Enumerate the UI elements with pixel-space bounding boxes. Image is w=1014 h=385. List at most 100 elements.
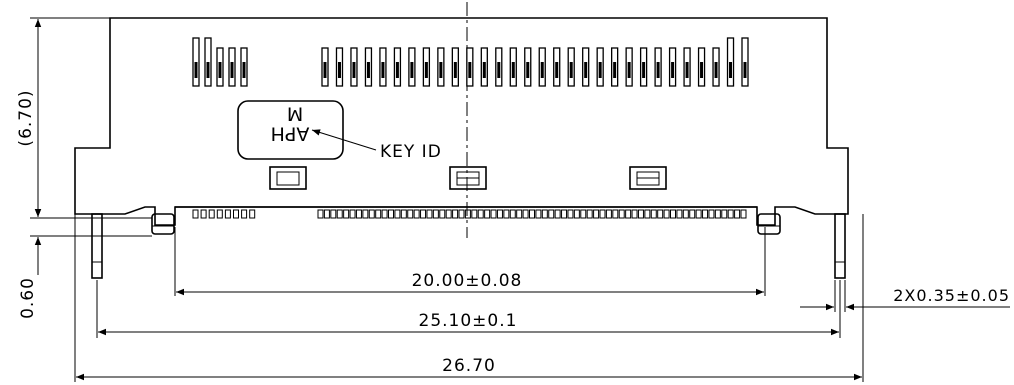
bottom-pad-left-1 (192, 209, 199, 219)
bottom-pad-right-11 (381, 209, 388, 219)
bottom-pad-right-4 (336, 209, 343, 219)
top-contact-left-5 (240, 47, 248, 87)
bottom-pad-left-8 (249, 209, 256, 219)
bottom-pad-right-15 (407, 209, 414, 219)
bottom-pad-right-27 (484, 209, 491, 219)
bottom-pad-right-8 (362, 209, 369, 219)
top-contact-right-23 (639, 47, 648, 87)
top-contact-left-1 (192, 37, 200, 87)
key-marking-m: M (287, 103, 303, 125)
top-contact-right-21 (611, 47, 619, 87)
bottom-pad-right-64 (721, 209, 728, 219)
bottom-pad-right-54 (657, 209, 664, 219)
bottom-pad-left-2 (200, 209, 207, 219)
bottom-pad-right-58 (682, 209, 689, 219)
bottom-pad-right-36 (541, 209, 548, 219)
bottom-pad-right-22 (452, 209, 459, 219)
top-contact-right-19 (582, 47, 590, 87)
right-mounting-pin (834, 213, 846, 279)
top-contact-right-15 (524, 47, 532, 87)
bottom-pad-left-5 (224, 209, 231, 219)
left-mounting-pin (91, 213, 103, 279)
bottom-pad-right-30 (503, 209, 510, 219)
top-contact-right-6 (393, 47, 402, 87)
bottom-pad-right-39 (561, 209, 568, 219)
top-contact-right-26 (683, 47, 691, 87)
top-contact-right-2 (335, 47, 344, 87)
bottom-pad-right-3 (330, 209, 337, 219)
bottom-pad-right-1 (317, 209, 324, 219)
bottom-pad-right-42 (580, 209, 587, 219)
key-marking-box: APH M (237, 100, 344, 160)
dim-offset-text: 0.60 (18, 277, 38, 319)
top-contact-left-3 (216, 47, 224, 87)
top-contact-right-1 (321, 47, 329, 87)
bottom-pad-right-47 (612, 209, 619, 219)
bottom-pad-right-65 (727, 209, 734, 219)
bottom-pad-right-17 (420, 209, 427, 219)
bottom-pad-left-4 (216, 209, 223, 219)
bottom-pad-right-21 (445, 209, 452, 219)
bottom-pad-left-7 (241, 209, 248, 219)
top-contact-right-18 (567, 47, 575, 87)
bottom-pad-right-7 (355, 209, 362, 219)
bottom-pad-right-45 (599, 209, 606, 219)
bottom-pad-right-62 (708, 209, 715, 219)
top-contact-right-13 (495, 47, 503, 87)
top-contact-right-28 (712, 47, 720, 87)
bottom-pad-right-35 (535, 209, 542, 219)
bottom-pad-right-2 (323, 209, 330, 219)
bottom-pad-right-48 (618, 209, 625, 219)
bottom-pad-right-38 (554, 209, 561, 219)
top-contact-right-25 (668, 47, 677, 87)
bottom-pad-right-37 (548, 209, 555, 219)
bottom-pad-right-66 (734, 209, 741, 219)
top-contact-left-4 (228, 47, 236, 87)
top-contact-right-27 (697, 47, 706, 87)
top-contact-right-29 (726, 37, 735, 87)
bottom-pad-left-3 (208, 209, 215, 219)
locator-window-left (269, 166, 307, 190)
top-contact-right-10 (451, 47, 459, 87)
bottom-pad-right-52 (644, 209, 651, 219)
bottom-pad-right-43 (586, 209, 593, 219)
bottom-pad-right-50 (631, 209, 638, 219)
bottom-pad-right-19 (432, 209, 439, 219)
bottom-pad-row (192, 209, 747, 219)
top-contact-right-14 (509, 47, 517, 87)
bottom-pad-right-28 (490, 209, 497, 219)
top-contact-right-8 (422, 47, 431, 87)
bottom-pad-left-6 (233, 209, 239, 219)
top-contact-right-17 (553, 47, 561, 87)
dim-pin-span-text: 25.10±0.1 (419, 311, 518, 331)
top-contact-row (192, 37, 749, 87)
bottom-pad-right-44 (593, 209, 600, 219)
locator-window-right (629, 166, 667, 190)
dim-pin-width-text: 2X0.35±0.05 (893, 286, 1010, 305)
bottom-pad-right-26 (477, 209, 484, 219)
top-contact-right-20 (596, 47, 604, 87)
bottom-pad-right-16 (413, 209, 420, 219)
bottom-pad-right-29 (496, 209, 503, 219)
bottom-pad-right-40 (567, 209, 574, 219)
top-contact-right-11 (466, 47, 474, 87)
key-marking-apm: APH (271, 123, 310, 145)
top-contact-right-12 (480, 47, 488, 87)
bottom-pad-right-10 (375, 209, 382, 219)
dim-inner-text: 20.00±0.08 (412, 271, 523, 291)
top-contact-right-22 (625, 47, 633, 87)
top-contact-right-7 (408, 47, 416, 87)
bottom-pad-right-31 (509, 209, 516, 219)
top-contact-right-30 (741, 37, 749, 87)
bottom-pad-right-6 (349, 209, 356, 219)
top-contact-right-16 (538, 47, 546, 87)
right-latch (757, 213, 781, 235)
bottom-pad-right-46 (605, 209, 612, 219)
bottom-pad-right-14 (400, 209, 407, 219)
bottom-pad-right-25 (471, 209, 478, 219)
bottom-pad-right-55 (663, 209, 670, 219)
top-contact-right-9 (437, 47, 445, 87)
bottom-pad-right-32 (516, 209, 523, 219)
connector-body-outline (74, 17, 849, 226)
top-contact-right-4 (364, 47, 373, 87)
